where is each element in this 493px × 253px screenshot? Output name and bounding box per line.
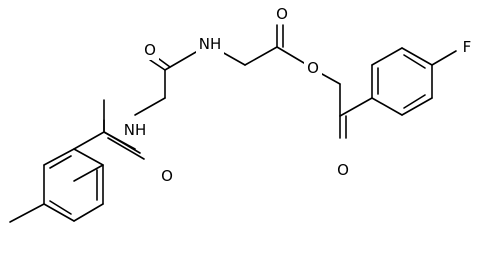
bond <box>401 47 433 66</box>
bond <box>321 73 341 85</box>
amide1-oxygen-atom: O <box>161 167 173 185</box>
bond <box>73 148 104 166</box>
bond <box>43 203 75 222</box>
amide2-oxygen-atom: O <box>144 41 156 59</box>
bond <box>149 59 166 71</box>
amide1-nitrogen-atom: NH <box>124 121 147 139</box>
bond <box>73 203 104 222</box>
fluorine-atom: F <box>463 38 472 56</box>
amide2-nitrogen-label: NH <box>196 34 224 54</box>
amide1-oxygen-label: O <box>158 166 176 186</box>
ester-ether-oxygen-atom: O <box>307 59 319 77</box>
methyl-bond <box>9 203 45 223</box>
bond <box>103 131 141 154</box>
double-bond-inner <box>107 137 145 160</box>
ester-carbonyl-oxygen-label: O <box>273 4 291 24</box>
bond <box>339 97 373 117</box>
bond <box>276 46 305 64</box>
ester-ether-oxygen-label: O <box>304 58 322 78</box>
ketone-oxygen-atom: O <box>337 161 349 179</box>
bond <box>371 47 403 66</box>
ketone-oxygen-label: O <box>334 160 352 180</box>
bond <box>371 97 403 116</box>
fluorophenyl-benzene-ring <box>371 47 433 116</box>
atom-labels: F O O O NH O N <box>121 4 476 186</box>
double-bond-inner <box>403 94 426 109</box>
bond <box>43 148 75 166</box>
fluorine-bond <box>431 50 457 66</box>
toluoyl-benzene-ring <box>43 148 104 222</box>
bond <box>73 131 105 150</box>
amide2-oxygen-label: O <box>141 40 159 60</box>
bond <box>244 46 278 66</box>
ester-carbonyl-oxygen-atom: O <box>276 5 288 23</box>
double-bond-inner <box>403 54 426 69</box>
bond <box>221 51 246 66</box>
amide1-nitrogen-label: NH <box>121 120 149 140</box>
amide2-nitrogen-atom: NH <box>199 35 222 53</box>
fluorine-label: F <box>458 37 476 57</box>
double-bond-inner <box>49 200 72 215</box>
bond <box>134 97 166 116</box>
bond <box>73 164 104 182</box>
bond <box>164 51 197 71</box>
bond <box>401 97 433 116</box>
double-bond-inner <box>49 155 72 169</box>
